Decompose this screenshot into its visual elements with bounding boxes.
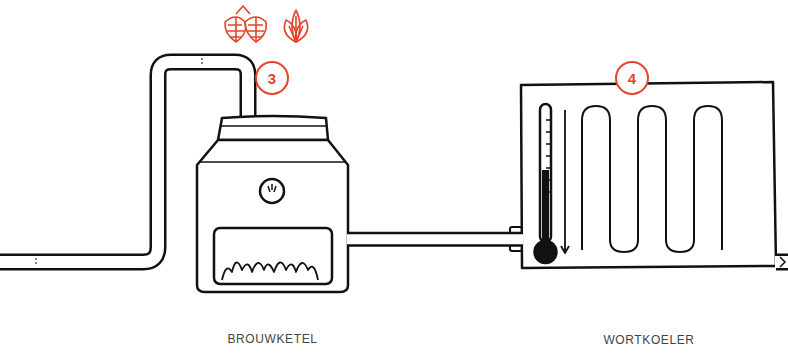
callout-number: 3 xyxy=(255,61,289,95)
pipe-outline xyxy=(348,232,522,247)
herb-icon xyxy=(284,10,307,42)
pipe-connector xyxy=(347,239,523,240)
callout-number: 4 xyxy=(615,61,649,95)
outlet-pipe xyxy=(775,257,788,267)
pipe-inner xyxy=(347,234,523,244)
brew-kettle xyxy=(197,116,348,292)
cooler-node: WORTKOELER xyxy=(522,84,776,268)
wort-cooler xyxy=(521,82,776,268)
pipe-heads xyxy=(348,238,522,240)
kettle-node: BROUWKETEL xyxy=(197,116,348,292)
hops-icon xyxy=(225,6,266,42)
part-name: BROUWKETEL xyxy=(225,332,319,346)
part-name: WORTKOELER xyxy=(601,333,696,347)
